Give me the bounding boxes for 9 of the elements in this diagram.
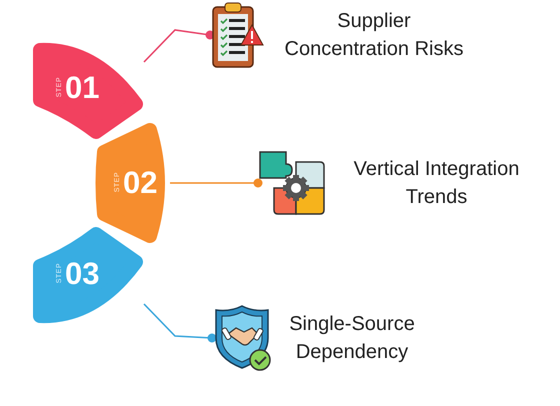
- step-number: 01: [65, 72, 100, 103]
- connector-line: [170, 178, 262, 188]
- item-title: Supplier Concentration Risks: [284, 9, 464, 62]
- step-number: 03: [65, 258, 100, 289]
- step-number: 02: [123, 167, 158, 198]
- item-title: Single-Source Dependency: [288, 312, 416, 365]
- connector-line: [143, 29, 214, 63]
- connector-line: [143, 303, 216, 342]
- item-title: Vertical Integration Trends: [352, 157, 520, 210]
